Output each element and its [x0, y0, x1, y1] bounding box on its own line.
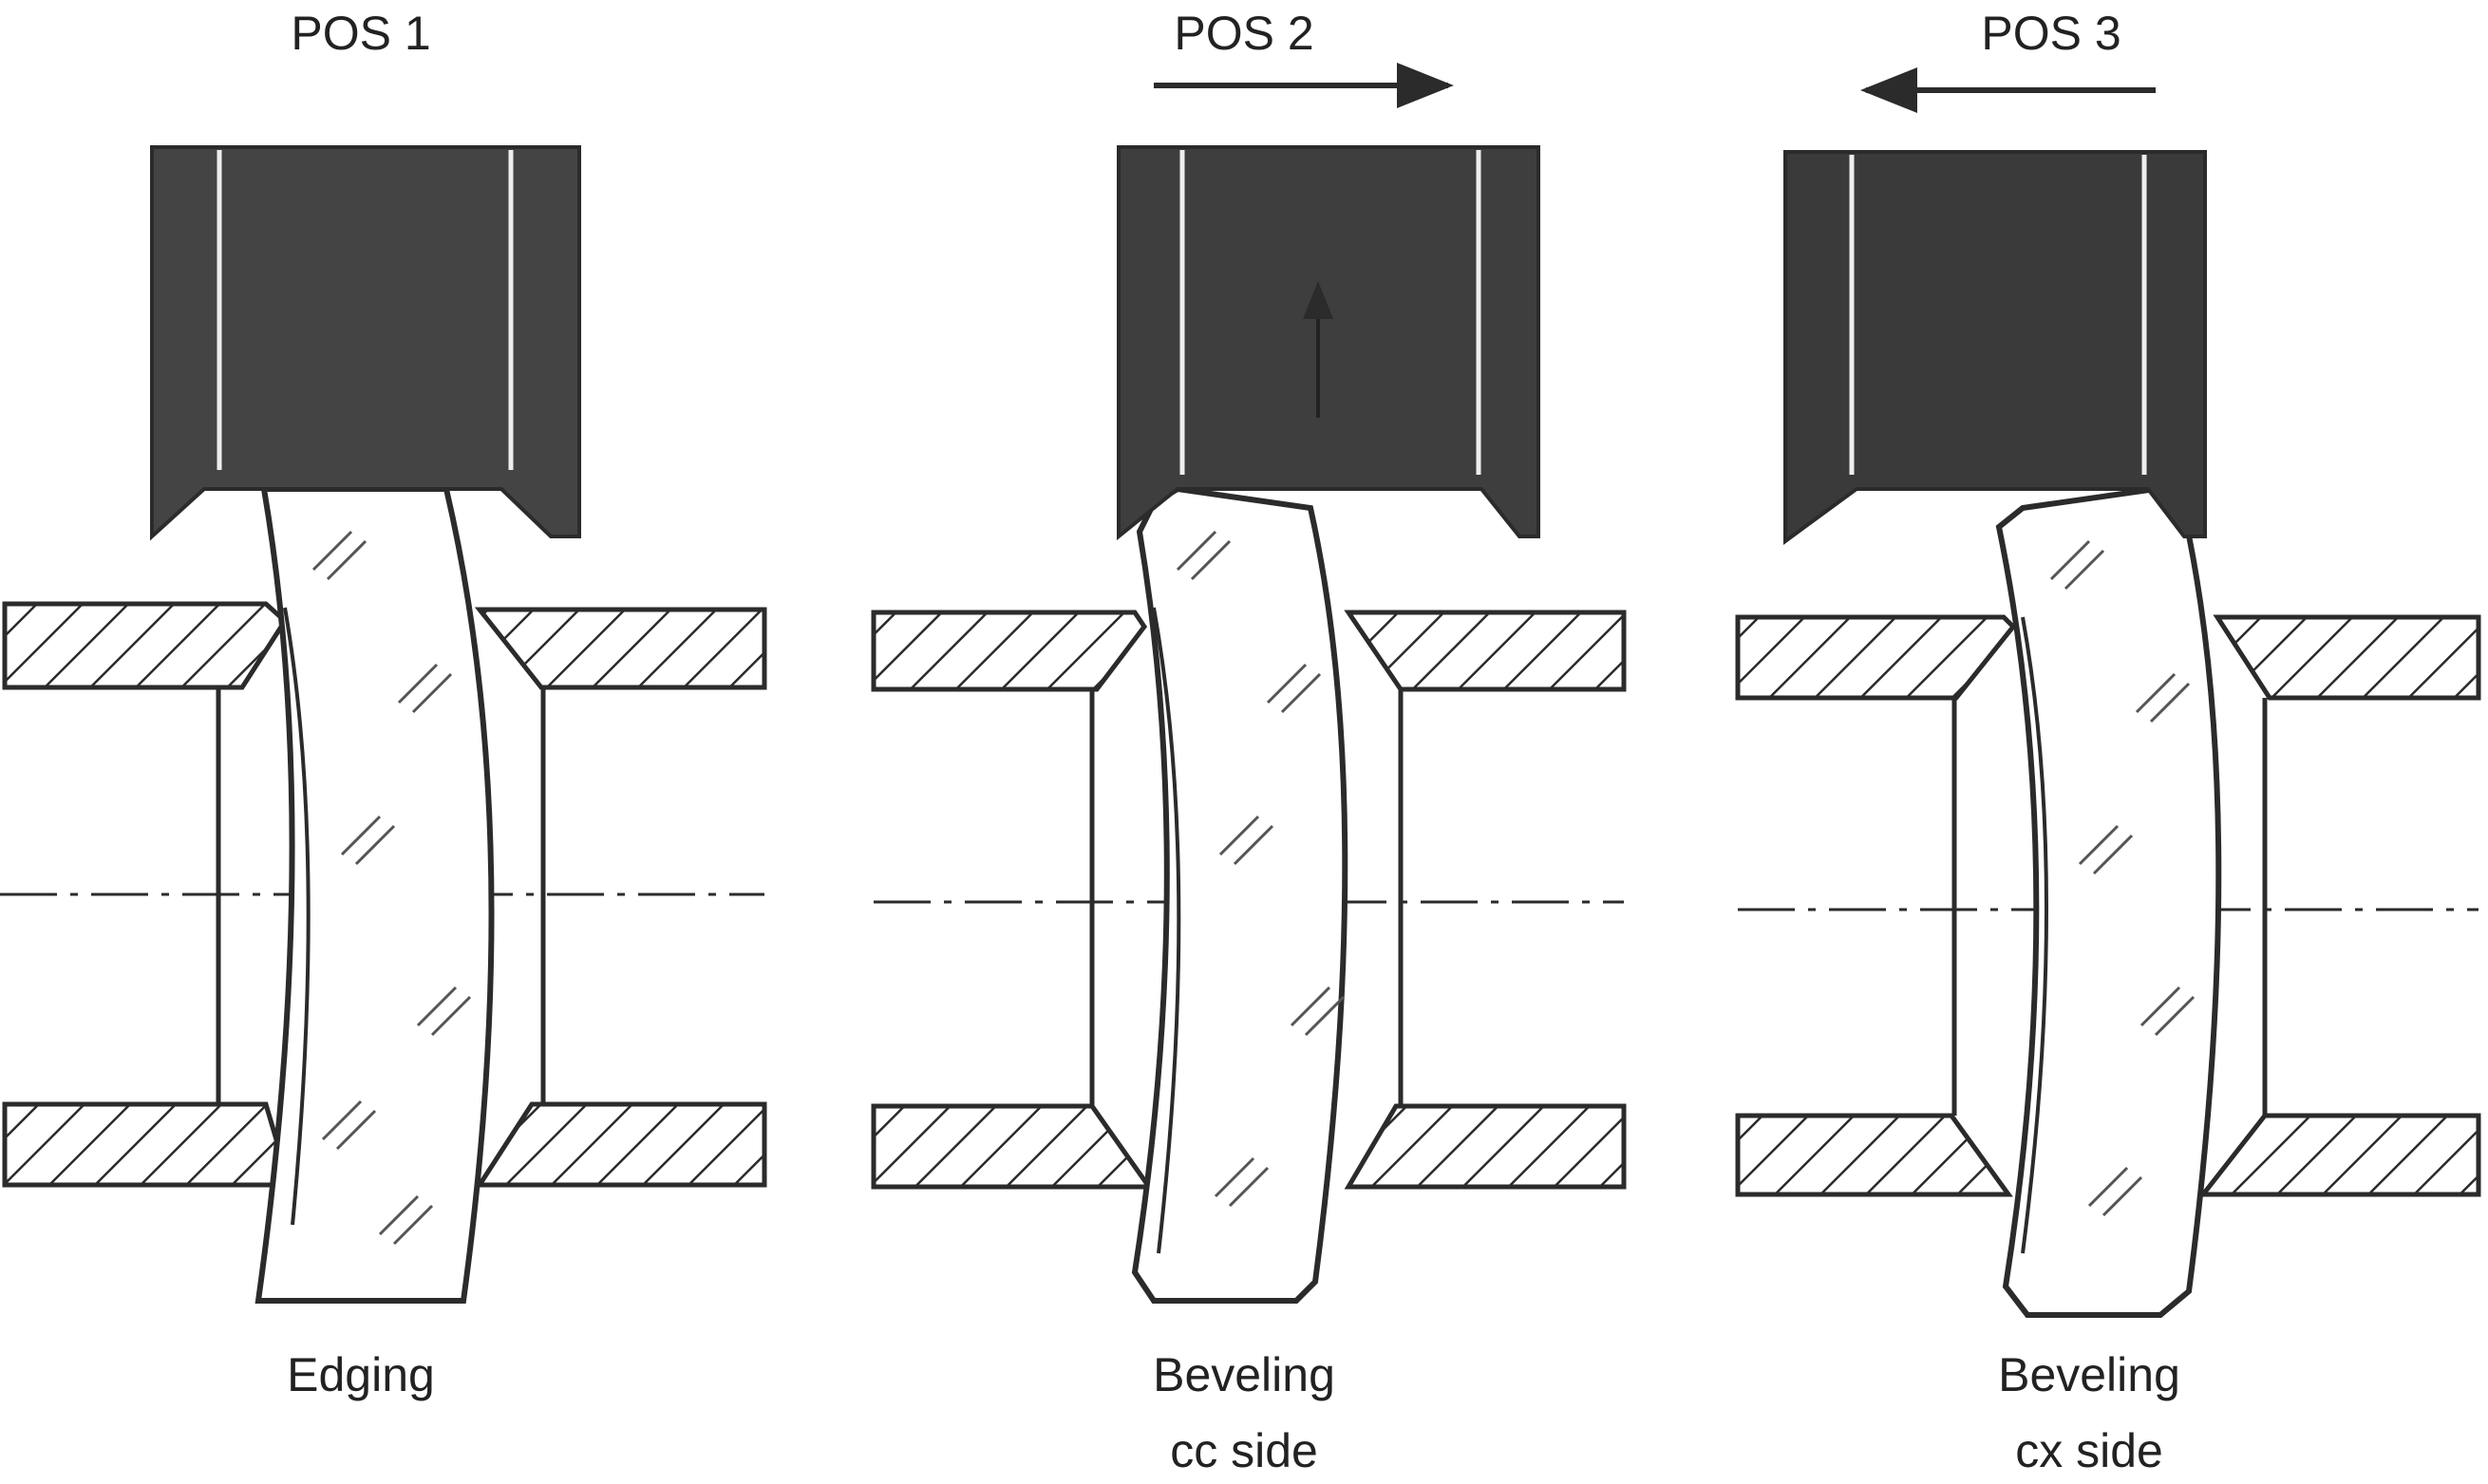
- panel-pos3: POS 3: [1735, 7, 2481, 1477]
- position-label: POS 3: [1981, 7, 2120, 60]
- meniscus-lens-icon: [254, 486, 495, 1304]
- grinding-wheel-icon: [1117, 145, 1540, 541]
- position-label: POS 1: [291, 7, 430, 60]
- position-label: POS 2: [1174, 7, 1313, 60]
- hatched-holder-icon: [1735, 614, 2481, 1197]
- panel-pos1: POS 1: [0, 7, 767, 1401]
- operation-label: Beveling: [1153, 1348, 1335, 1401]
- operation-label-sub: cx side: [2015, 1424, 2163, 1477]
- grinding-wheel-icon: [1783, 150, 2207, 545]
- meniscus-lens-icon: [1131, 485, 1348, 1304]
- meniscus-lens-icon: [1995, 485, 2222, 1318]
- operation-label: Beveling: [1998, 1348, 2180, 1401]
- hatched-holder-icon: [871, 610, 1627, 1190]
- operation-label-sub: cc side: [1170, 1424, 1318, 1477]
- panel-pos2: POS 2: [871, 7, 1627, 1477]
- operation-label: Edging: [287, 1348, 435, 1401]
- grinding-wheel-icon: [150, 145, 581, 541]
